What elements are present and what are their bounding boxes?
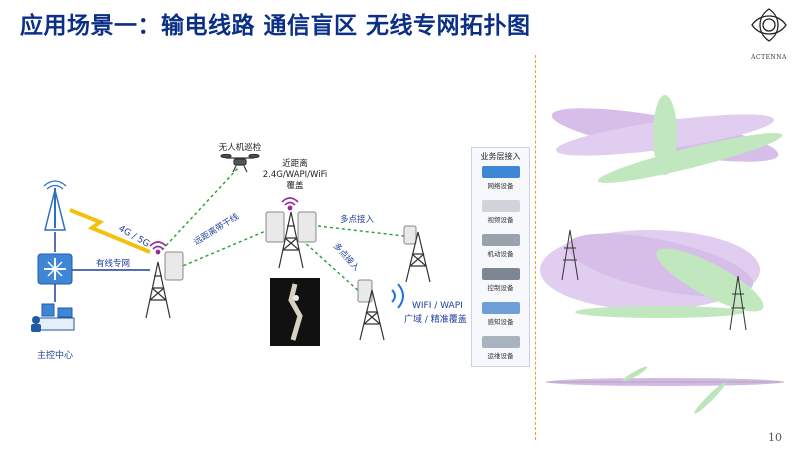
transmission-tower-icon (359, 289, 385, 341)
link-drone (161, 167, 239, 251)
wifi-wapi-label: WIFI / WAPI (412, 301, 463, 311)
cellular-link (69, 208, 151, 254)
link-backhaul (177, 229, 269, 269)
service-item-maintenance: 运维设备 (472, 336, 529, 360)
network-device-icon (481, 166, 520, 178)
maintenance-icon (481, 336, 520, 348)
service-item-mobile: 机动设备 (472, 234, 529, 258)
logo-text: ACTENNA (751, 54, 787, 61)
access-point-icon (297, 211, 317, 243)
page-title: 应用场景一：输电线路 通信盲区 无线专网拓扑图 (20, 13, 531, 39)
actenna-logo (751, 8, 787, 42)
wired-label: 有线专网 (96, 258, 130, 269)
wide-precise-label: 广域 / 精准覆盖 (404, 313, 467, 325)
transmission-tower-icon (405, 231, 431, 283)
dashed-divider (535, 55, 536, 440)
inspection-photo (270, 278, 320, 346)
camera-icon (481, 200, 520, 212)
near-coverage-label-1: 近距离 (282, 158, 308, 169)
transmission-tower-icon (561, 229, 747, 331)
links (69, 167, 405, 295)
backhaul-label: 远距离带干线 (192, 211, 242, 248)
cell-antenna-icon (43, 180, 67, 231)
near-coverage-label-2: 2.4G/WAPI/WiFi (263, 170, 327, 180)
transmission-tower-icon (145, 261, 171, 319)
wifi-signal-icon (281, 197, 299, 211)
page-number: 10 (768, 431, 782, 444)
service-item-sensing: 感知设备 (472, 302, 529, 326)
service-item-video: 视频设备 (472, 200, 529, 224)
transmission-tower-icon (278, 211, 304, 269)
wifi-signal-icon (149, 241, 167, 255)
service-item-network: 网络设备 (472, 166, 529, 190)
service-panel-title: 业务层接入 (480, 152, 521, 161)
service-layer-panel: 业务层接入 网络设备 视频设备 机动设备 控制设备 感知设备 运维设备 (471, 147, 530, 367)
access-point-icon (403, 225, 417, 245)
wifi-waves-icon (391, 283, 404, 309)
sensor-icon (481, 302, 520, 314)
coverage-pattern-top (551, 95, 783, 183)
access-point-icon (164, 251, 184, 281)
multipoint-label-2: 多点接入 (331, 241, 362, 274)
drone-label: 无人机巡检 (219, 142, 262, 153)
coverage-pattern-bottom (546, 366, 784, 414)
near-coverage-label-3: 覆盖 (286, 180, 304, 191)
link-multipoint-1 (317, 225, 405, 237)
controller-icon (481, 268, 520, 280)
control-center-label: 主控中心 (37, 349, 73, 361)
link-multipoint-2 (301, 239, 363, 295)
switch-icon (37, 253, 73, 285)
coverage-illustrations (540, 95, 784, 414)
service-item-control: 控制设备 (472, 268, 529, 292)
control-center-icon (31, 303, 75, 332)
access-point-icon (265, 211, 285, 243)
coverage-pattern-middle (540, 230, 764, 318)
drone-icon (481, 234, 520, 246)
multipoint-label-1: 多点接入 (340, 214, 375, 225)
drone-icon (220, 153, 260, 173)
